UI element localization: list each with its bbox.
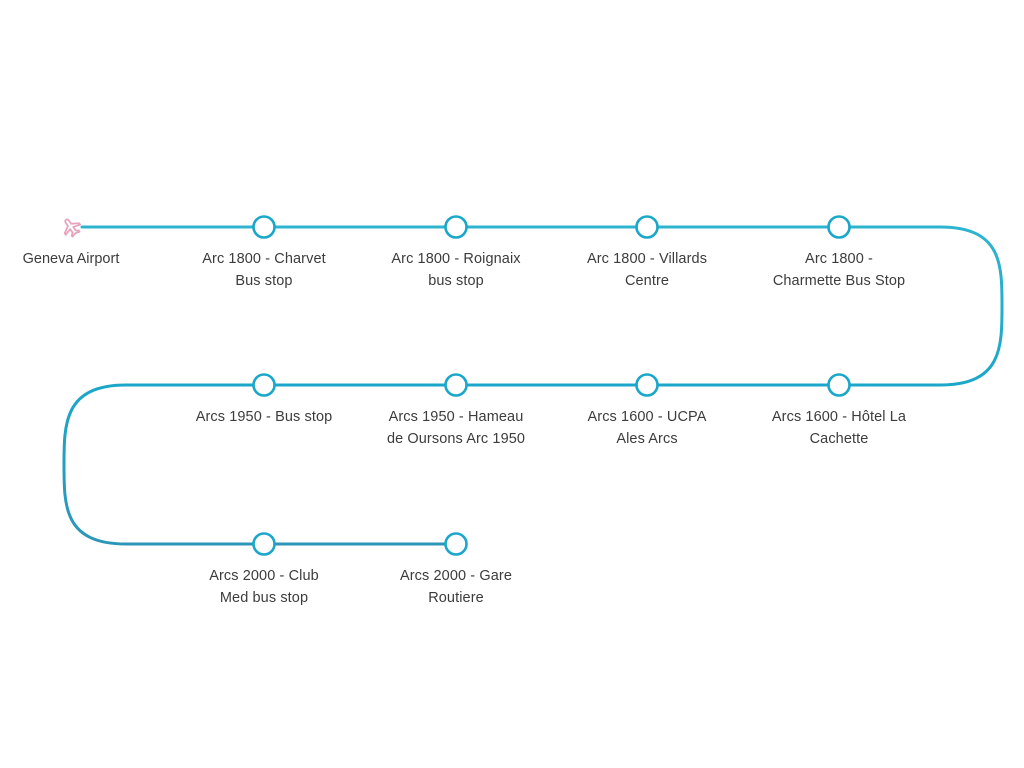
station-marker-arcs-2000-gare-routiere[interactable] bbox=[444, 532, 468, 556]
station-marker-arc-1800-villards-centre[interactable] bbox=[635, 215, 659, 239]
station-marker-arcs-1950-bus-stop[interactable] bbox=[252, 373, 276, 397]
station-label-geneva-airport: Geneva Airport bbox=[22, 251, 120, 267]
airplane-icon bbox=[63, 218, 82, 238]
station-markers-group bbox=[63, 215, 851, 556]
station-marker-arcs-1600-ucpa[interactable] bbox=[635, 373, 659, 397]
station-marker-arc-1800-charmette[interactable] bbox=[827, 215, 851, 239]
station-marker-arcs-1600-hotel-la-cachette[interactable] bbox=[827, 373, 851, 397]
station-marker-arc-1800-roignaix[interactable] bbox=[444, 215, 468, 239]
station-marker-arc-1800-charvet[interactable] bbox=[252, 215, 276, 239]
station-marker-arcs-2000-club-med[interactable] bbox=[252, 532, 276, 556]
station-marker-arcs-1950-hameau-de-oursons[interactable] bbox=[444, 373, 468, 397]
route-line-path bbox=[62, 225, 1004, 546]
